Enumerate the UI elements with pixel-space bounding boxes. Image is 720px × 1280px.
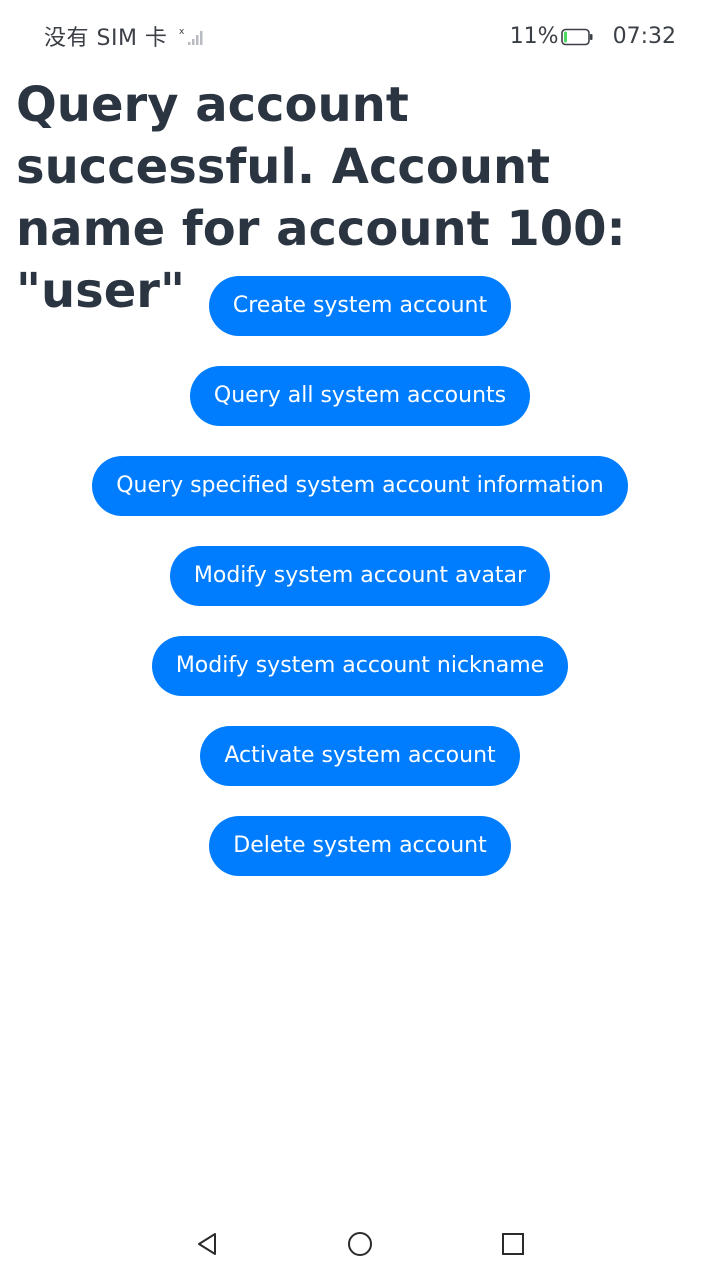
create-system-account-button[interactable]: Create system account xyxy=(208,276,512,336)
signal-icon: x xyxy=(179,25,205,47)
battery-icon xyxy=(560,27,593,46)
home-icon[interactable] xyxy=(344,1228,376,1260)
query-result-title: Query account successful. Account name f… xyxy=(16,77,626,319)
recent-apps-icon[interactable] xyxy=(497,1228,529,1260)
back-icon[interactable] xyxy=(191,1228,223,1260)
delete-system-account-button[interactable]: Delete system account xyxy=(209,816,511,876)
modify-account-nickname-button[interactable]: Modify system account nickname xyxy=(151,636,569,696)
battery-percent: 11% xyxy=(509,23,559,49)
query-specified-account-info-button[interactable]: Query specified system account informati… xyxy=(92,456,628,516)
status-left: 没有 SIM 卡 x xyxy=(44,20,205,52)
battery-fill xyxy=(563,31,567,43)
status-bar: 没有 SIM 卡 x 11% 07:32 xyxy=(0,0,720,72)
sim-status-text: 没有 SIM 卡 xyxy=(44,26,168,51)
status-right: 11% 07:32 xyxy=(510,20,676,52)
battery-indicator: 11% xyxy=(510,24,593,49)
modify-account-avatar-button[interactable]: Modify system account avatar xyxy=(169,546,551,606)
clock-time: 07:32 xyxy=(612,23,676,49)
navigation-bar xyxy=(0,1212,720,1276)
action-button-list: Create system account Query all system a… xyxy=(0,276,720,876)
activate-system-account-button[interactable]: Activate system account xyxy=(200,726,520,786)
svg-text:x: x xyxy=(179,27,185,37)
query-all-system-accounts-button[interactable]: Query all system accounts xyxy=(189,366,531,426)
